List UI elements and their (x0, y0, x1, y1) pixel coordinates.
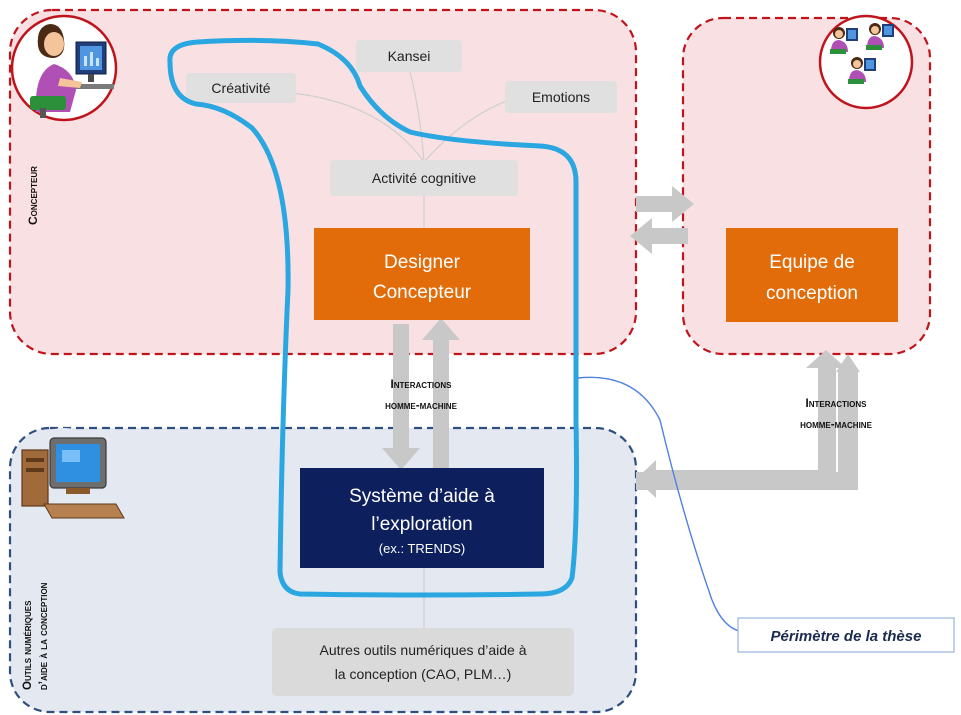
svg-text:Périmètre de la thèse: Périmètre de la thèse (771, 628, 922, 645)
svg-text:Créativité: Créativité (211, 80, 270, 96)
interaction-arrows-elbow (636, 350, 860, 498)
svg-text:Concepteur: Concepteur (373, 282, 472, 303)
equipe-conception-box: Equipe de conception (726, 228, 898, 322)
svg-text:Kansei: Kansei (388, 48, 431, 64)
svg-text:la conception (CAO, PLM…): la conception (CAO, PLM…) (335, 666, 512, 682)
perimetre-outline (167, 37, 579, 598)
svg-text:Activité cognitive: Activité cognitive (372, 170, 476, 186)
team-at-computers-icon (818, 14, 914, 110)
svg-text:Emotions: Emotions (532, 89, 590, 105)
svg-text:Interactions: Interactions (806, 398, 868, 410)
outils-zone-label-line1: Outils numériques (22, 600, 34, 690)
woman-at-computer-icon (10, 14, 118, 122)
svg-text:l’exploration: l’exploration (371, 514, 472, 535)
svg-text:conception: conception (766, 283, 858, 304)
concepteur-zone-label: Concepteur (26, 166, 40, 225)
designer-concepteur-box: Designer Concepteur (314, 228, 530, 320)
callout-connector (577, 376, 745, 633)
interaction-label-left: Interactions homme-machine (385, 379, 457, 412)
svg-text:Autres outils numériques d’aid: Autres outils numériques d’aide à (319, 642, 526, 658)
perimetre-callout-box: Périmètre de la thèse (737, 617, 955, 653)
tag-creativite: Créativité (186, 73, 296, 103)
concept-connectors (281, 71, 523, 628)
tag-emotions: Emotions (505, 81, 617, 113)
svg-text:Système d’aide à: Système d’aide à (349, 486, 495, 507)
svg-text:Designer: Designer (384, 252, 461, 273)
svg-text:Interactions: Interactions (391, 379, 453, 391)
outils-zone-label-line2: d’aide à la conception (38, 582, 50, 690)
tag-kansei: Kansei (356, 40, 462, 72)
interaction-label-right: Interactions homme-machine (800, 398, 872, 431)
desktop-computer-icon (14, 428, 125, 528)
svg-text:Equipe de: Equipe de (769, 252, 855, 273)
svg-text:(ex.: TRENDS): (ex.: TRENDS) (379, 541, 465, 556)
svg-text:homme-machine: homme-machine (800, 419, 872, 431)
interaction-arrows-horizontal (630, 186, 694, 254)
systeme-aide-exploration-box: Système d’aide à l’exploration (ex.: TRE… (300, 468, 544, 568)
autres-outils-box: Autres outils numériques d’aide à la con… (272, 628, 574, 696)
tag-activite-cognitive: Activité cognitive (330, 160, 518, 196)
interaction-arrows-vertical (382, 318, 460, 470)
svg-text:homme-machine: homme-machine (385, 400, 457, 412)
